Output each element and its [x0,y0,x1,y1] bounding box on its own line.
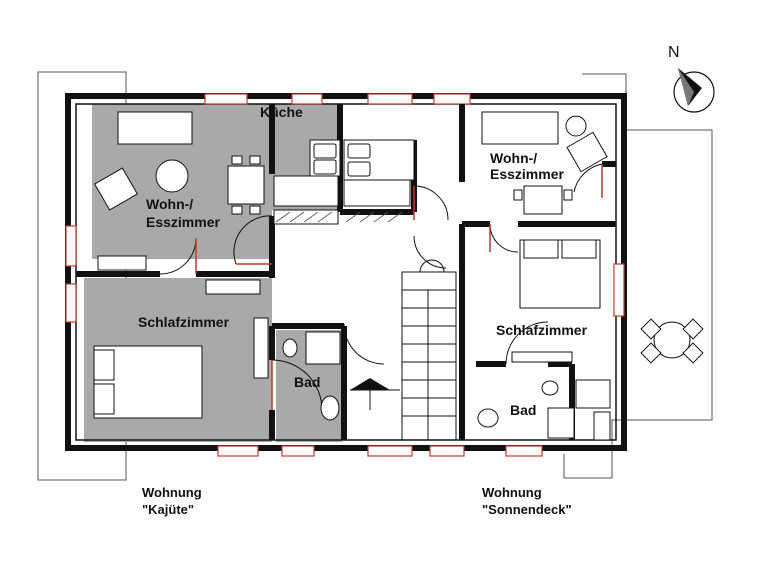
window [65,225,77,267]
window [281,445,315,457]
apartment-right-caption-2: "Sonnendeck" [482,502,572,517]
door-leaves [195,164,603,410]
bed-left [93,317,269,419]
windows [65,93,625,457]
window [367,445,413,457]
staircase [401,259,457,441]
window [291,93,323,105]
window [65,283,77,323]
terrace-right [563,73,713,479]
north-label: N [668,44,680,61]
apartment-right-caption-1: Wohnung [482,485,542,500]
room-label-kueche: Küche [260,104,303,120]
dining-table [227,165,265,205]
window [613,263,625,317]
cabinet [273,209,339,225]
window [204,93,248,105]
window [429,445,465,457]
furniture-right [481,111,608,215]
room-label-wohnen-right-1: Wohn-/ [490,150,538,166]
compass-icon [673,68,715,113]
sink [477,408,499,428]
room-label-schlaf-right: Schlafzimmer [496,322,588,338]
stair-arrow [350,378,390,390]
wardrobe [511,351,573,363]
toilet [282,338,298,358]
sofa [481,111,559,145]
shower [305,331,341,365]
furniture-left [93,111,265,295]
window [505,445,543,457]
kitchen [273,139,415,225]
window [433,93,471,105]
room-label-wohnen-right-2: Esszimmer [490,166,564,182]
sideboard [97,255,147,271]
toilet [541,380,559,396]
shower [547,407,575,439]
sink [320,395,340,421]
dining-table [523,185,563,215]
side-table [565,115,587,137]
window [217,445,259,457]
terrace-table [640,318,704,364]
armchair [566,131,608,173]
room-label-wohnen-left-1: Wohn-/ [146,196,194,212]
bath-left [282,331,341,421]
sofa [117,111,193,145]
room-label-bad-right: Bad [510,402,537,418]
bed-right [511,239,601,363]
armchair [93,167,139,211]
wardrobe [205,279,261,295]
round-table [155,159,189,193]
room-label-bad-left: Bad [294,374,321,390]
bath-right [477,379,611,441]
hatching [275,211,403,223]
room-label-schlaf-left: Schlafzimmer [138,314,230,330]
apartment-left-caption-1: Wohnung [142,485,202,500]
room-label-wohnen-left-2: Esszimmer [146,214,220,230]
window [367,93,413,105]
apartment-left-caption-2: "Kajüte" [142,502,195,517]
